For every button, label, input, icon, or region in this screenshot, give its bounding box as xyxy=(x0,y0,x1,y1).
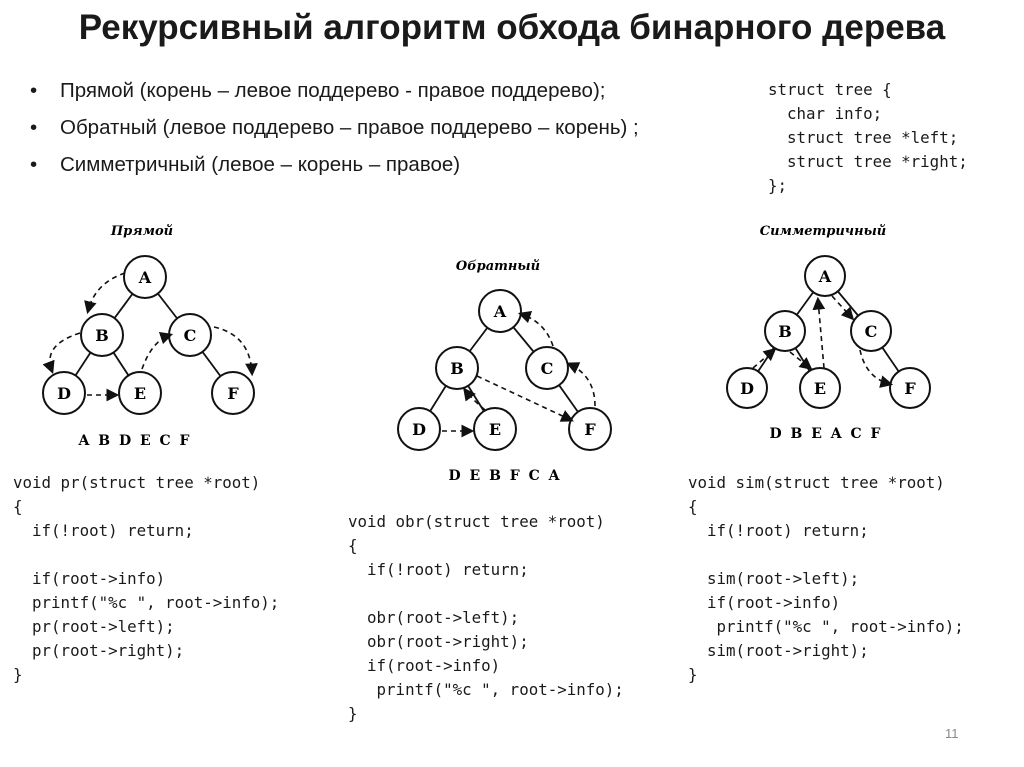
traversal-order: A B D E C F xyxy=(78,433,192,449)
node-d: D xyxy=(397,407,441,451)
inorder-code: void sim(struct tree *root) { if(!root) … xyxy=(688,473,964,684)
traversal-arrow xyxy=(789,351,813,370)
traversal-arrow xyxy=(566,362,596,407)
svg-text:D: D xyxy=(740,379,754,398)
traversal-arrow xyxy=(141,331,174,370)
svg-text:F: F xyxy=(227,384,239,403)
node-a: A xyxy=(123,255,167,299)
node-b: B xyxy=(764,310,806,352)
node-e: E xyxy=(799,367,841,409)
node-e: E xyxy=(473,407,517,451)
bullet-dot: • xyxy=(30,79,38,102)
tree-label: Симметричный xyxy=(760,224,887,239)
preorder-code: void pr(struct tree *root) { if(!root) r… xyxy=(13,473,280,684)
traversal-arrow xyxy=(213,326,258,377)
bullet-dot: • xyxy=(30,153,38,176)
traversal-arrow xyxy=(752,347,777,369)
bullet-text: Обратный (левое поддерево – правое подде… xyxy=(60,116,639,139)
traversal-arrow xyxy=(42,332,81,374)
svg-text:C: C xyxy=(865,322,878,341)
svg-text:F: F xyxy=(904,379,916,398)
node-c: C xyxy=(850,310,892,352)
postorder-code: void obr(struct tree *root) { if(!root) … xyxy=(348,512,624,723)
svg-text:B: B xyxy=(778,322,792,341)
svg-text:B: B xyxy=(450,359,464,378)
traversal-arrow xyxy=(812,296,826,369)
svg-text:A: A xyxy=(138,268,152,287)
svg-text:A: A xyxy=(493,302,507,321)
inorder-tree-diagram: Симметричный A B C D E F D B E A C F xyxy=(726,224,931,442)
struct-tree-code: struct tree { char info; struct tree *le… xyxy=(768,80,968,195)
node-a: A xyxy=(478,289,522,333)
traversal-arrow xyxy=(463,387,486,411)
node-f: F xyxy=(889,367,931,409)
node-f: F xyxy=(211,371,255,415)
bullet-dot: • xyxy=(30,116,38,139)
bullet-preorder: • Прямой (корень – левое поддерево - прав… xyxy=(30,72,639,109)
node-c: C xyxy=(525,346,569,390)
svg-text:A: A xyxy=(818,267,832,286)
svg-text:C: C xyxy=(184,326,197,345)
page-number: 11 xyxy=(945,726,959,741)
preorder-tree-diagram: Прямой A B C D E F A B D E C F xyxy=(42,224,258,449)
traversal-arrow xyxy=(831,295,855,321)
node-b: B xyxy=(80,313,124,357)
slide-title: Рекурсивный алгоритм обхода бинарного де… xyxy=(78,8,946,47)
svg-text:B: B xyxy=(95,326,109,345)
node-f: F xyxy=(568,407,612,451)
node-c: C xyxy=(168,313,212,357)
node-b: B xyxy=(435,346,479,390)
svg-text:E: E xyxy=(489,420,501,439)
svg-text:E: E xyxy=(814,379,826,398)
traversal-order: D E B F C A xyxy=(449,468,562,484)
node-d: D xyxy=(726,367,768,409)
tree-label: Обратный xyxy=(456,259,540,274)
traversal-order: D B E A C F xyxy=(770,426,883,442)
traversal-arrow xyxy=(84,272,126,315)
node-d: D xyxy=(42,371,86,415)
svg-text:F: F xyxy=(584,420,596,439)
tree-label: Прямой xyxy=(110,224,173,239)
traversal-arrow xyxy=(859,349,894,388)
bullet-text: Симметричный (левое – корень – правое) xyxy=(60,153,461,176)
bullet-text: Прямой (корень – левое поддерево - право… xyxy=(60,79,606,102)
bullet-inorder: • Симметричный (левое – корень – правое) xyxy=(30,146,639,183)
traversal-arrow xyxy=(517,310,554,347)
traversal-list: • Прямой (корень – левое поддерево - прав… xyxy=(30,72,639,183)
node-e: E xyxy=(118,371,162,415)
svg-text:E: E xyxy=(134,384,146,403)
postorder-tree-diagram: Обратный A B C D E F D E B F C A xyxy=(397,259,612,484)
svg-text:D: D xyxy=(57,384,71,403)
bullet-postorder: • Обратный (левое поддерево – правое подд… xyxy=(30,109,639,146)
svg-text:D: D xyxy=(412,420,426,439)
svg-text:C: C xyxy=(541,359,554,378)
node-a: A xyxy=(804,255,846,297)
